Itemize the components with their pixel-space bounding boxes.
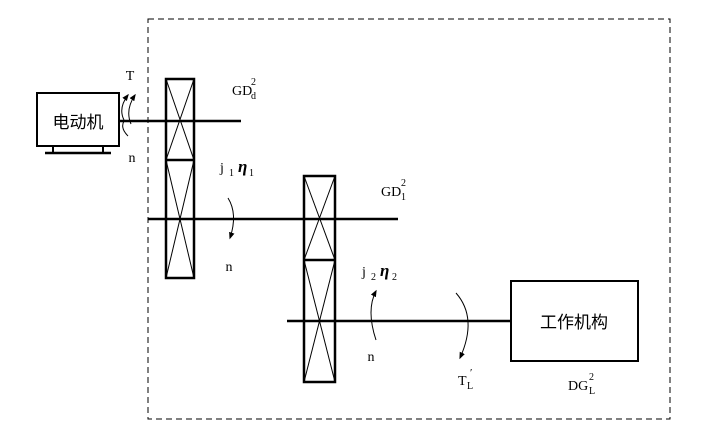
svg-text:T: T	[458, 374, 467, 389]
svg-text:GD: GD	[381, 185, 401, 200]
svg-text:2: 2	[401, 178, 406, 189]
gd-1-label: GD 2 1	[381, 178, 406, 203]
svg-text:L: L	[467, 381, 473, 392]
work-mechanism-box	[510, 280, 639, 362]
stage2-ratio-label: j 2 η 2	[361, 261, 397, 283]
gear-pair-1	[164, 77, 196, 280]
svg-text:η: η	[380, 261, 389, 280]
stage2-speed-arrow	[370, 289, 377, 341]
stage1-speed-arrow	[227, 197, 235, 240]
svg-text:j: j	[219, 161, 224, 176]
work-mechanism-block: 工作机构	[510, 280, 639, 362]
motor-block: 电动机	[36, 92, 120, 155]
motor-torque-label: T	[126, 69, 135, 84]
svg-text:η: η	[238, 157, 247, 176]
svg-text:d: d	[251, 91, 256, 102]
svg-text:2: 2	[371, 272, 376, 283]
gear-pair-2	[302, 174, 337, 384]
load-torque-label: T L ′	[458, 367, 473, 392]
svg-text:j: j	[361, 265, 366, 280]
gd-motor-label: GD 2 d	[232, 77, 256, 102]
work-mechanism-label: 工作机构	[540, 313, 608, 333]
svg-text:DG: DG	[568, 379, 588, 394]
stage1-speed-label: n	[226, 260, 233, 275]
svg-text:′: ′	[470, 367, 472, 379]
dg-load-label: DG 2 L	[568, 372, 595, 397]
stage2-speed-label: n	[368, 350, 375, 365]
svg-text:2: 2	[392, 272, 397, 283]
svg-text:1: 1	[249, 168, 254, 179]
svg-text:1: 1	[401, 192, 406, 203]
motor-torque-arrow	[121, 93, 136, 137]
svg-text:2: 2	[251, 77, 256, 88]
motor-box	[36, 92, 120, 147]
svg-text:2: 2	[589, 372, 594, 383]
motor-label: 电动机	[53, 113, 104, 133]
motor-speed-label: n	[129, 151, 136, 166]
svg-text:1: 1	[229, 168, 234, 179]
svg-text:GD: GD	[232, 84, 252, 99]
stage1-ratio-label: j 1 η 1	[219, 157, 254, 179]
svg-text:L: L	[589, 386, 595, 397]
load-torque-arrow	[455, 292, 469, 360]
